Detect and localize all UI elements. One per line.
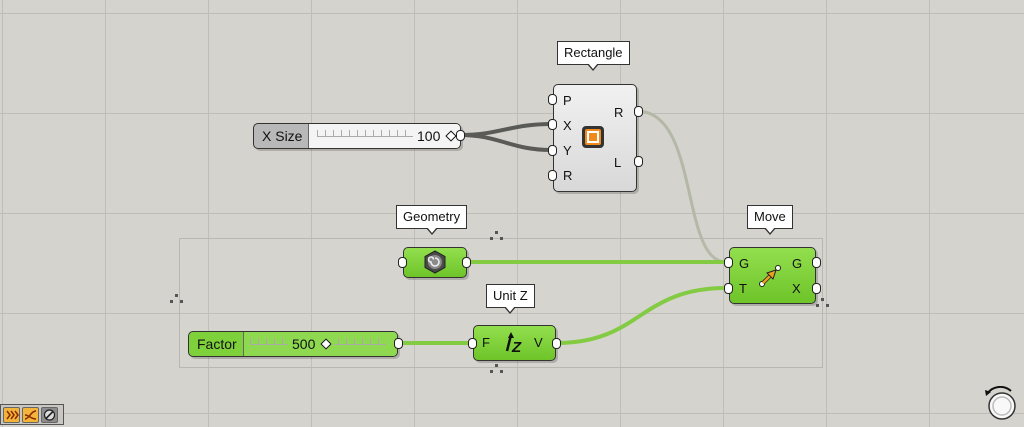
output-grip[interactable] xyxy=(394,338,403,349)
wire-xsize-to-y xyxy=(459,133,553,152)
wire-unitz-to-move xyxy=(556,286,727,345)
slider-value: 100 xyxy=(417,128,441,144)
geometry-parameter[interactable] xyxy=(403,247,467,278)
wire-rectangle-to-move xyxy=(636,109,727,264)
x-size-slider[interactable]: X Size 100 xyxy=(253,123,461,149)
output-grip[interactable] xyxy=(812,257,821,268)
move-arrow-icon xyxy=(757,263,783,289)
input-grip[interactable] xyxy=(548,94,557,105)
input-p[interactable]: P xyxy=(563,93,572,108)
zoom-grip-icon xyxy=(816,298,834,307)
wire-xsize-to-x xyxy=(459,122,553,137)
zoom-grip-icon xyxy=(170,294,184,303)
slider-track[interactable]: 500 xyxy=(243,332,397,356)
output-v[interactable]: V xyxy=(534,335,543,350)
input-f[interactable]: F xyxy=(482,335,490,350)
input-y[interactable]: Y xyxy=(563,143,572,158)
slider-grip-icon[interactable] xyxy=(320,338,333,350)
input-x[interactable]: X xyxy=(563,118,572,133)
output-l[interactable]: L xyxy=(614,155,622,170)
navigation-compass-icon[interactable] xyxy=(983,385,1019,420)
output-r[interactable]: R xyxy=(614,105,624,120)
slider-name-label: X Size xyxy=(262,128,303,144)
factor-slider[interactable]: Factor 500 xyxy=(188,331,398,357)
output-grip[interactable] xyxy=(456,130,465,141)
input-grip[interactable] xyxy=(548,119,557,130)
disable-icon[interactable] xyxy=(41,407,58,423)
rectangle-component[interactable]: P X Y R R L xyxy=(553,84,637,192)
bottom-toolbar xyxy=(0,404,64,425)
slider-value: 500 xyxy=(292,336,316,352)
tooltip-rectangle: Rectangle xyxy=(557,41,630,71)
output-grip[interactable] xyxy=(812,283,821,294)
tooltip-move: Move xyxy=(747,205,793,235)
input-r[interactable]: R xyxy=(563,168,573,183)
input-grip[interactable] xyxy=(548,145,557,156)
output-g[interactable]: G xyxy=(792,256,803,271)
slider-track[interactable]: 100 xyxy=(308,124,460,148)
output-grip[interactable] xyxy=(634,156,643,167)
tooltip-unit-z: Unit Z xyxy=(486,284,535,314)
unit-z-component[interactable]: F V Z xyxy=(473,325,556,361)
preview-icon[interactable] xyxy=(3,407,20,423)
move-component[interactable]: G T G X xyxy=(729,247,816,304)
slider-name-label: Factor xyxy=(197,336,237,352)
output-x[interactable]: X xyxy=(792,281,801,296)
input-grip[interactable] xyxy=(398,257,407,268)
geometry-swirl-icon xyxy=(423,250,447,274)
output-grip[interactable] xyxy=(634,106,643,117)
input-g[interactable]: G xyxy=(739,256,750,271)
zoom-grip-icon xyxy=(490,231,512,240)
output-grip[interactable] xyxy=(462,257,471,268)
input-grip[interactable] xyxy=(724,283,733,294)
rectangle-icon xyxy=(581,125,605,149)
input-grip[interactable] xyxy=(724,257,733,268)
svg-text:Z: Z xyxy=(511,339,522,355)
input-grip[interactable] xyxy=(548,170,557,181)
slider-ticks xyxy=(317,130,413,137)
input-grip[interactable] xyxy=(468,338,477,349)
tooltip-geometry: Geometry xyxy=(396,205,468,235)
input-t[interactable]: T xyxy=(739,281,747,296)
wire-icon[interactable] xyxy=(22,407,39,423)
zoom-grip-icon xyxy=(490,364,512,373)
output-grip[interactable] xyxy=(552,338,561,349)
unit-z-vector-icon: Z xyxy=(501,331,525,356)
